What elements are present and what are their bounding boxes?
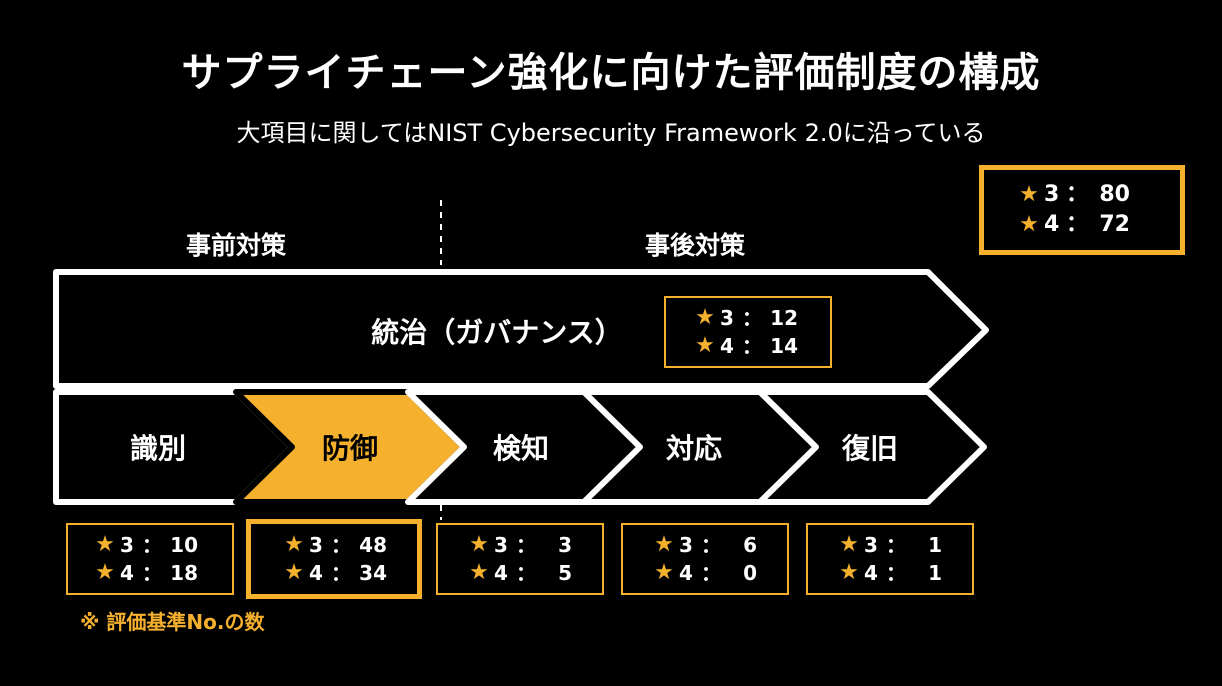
count-value: 18 <box>170 561 198 585</box>
page-title: サプライチェーン強化に向けた評価制度の構成 <box>181 50 1041 96</box>
count-value: 34 <box>359 561 387 585</box>
star-icon: ★ <box>95 560 115 585</box>
star-icon: ★ <box>695 333 715 358</box>
star4-row: ★ 4 ： 14 <box>690 332 830 360</box>
star-icon: ★ <box>1019 182 1039 207</box>
count-value: 14 <box>770 334 798 358</box>
star-icon: ★ <box>284 560 304 585</box>
star-icon: ★ <box>654 560 674 585</box>
count-value: 72 <box>1099 212 1130 237</box>
count-value: 3 <box>558 533 572 557</box>
function-label-respond: 対応 <box>665 432 723 465</box>
count-value: 6 <box>743 533 757 557</box>
star3-row: ★ 3 ： 80 <box>1014 180 1180 210</box>
phase-label-pre: 事前対策 <box>186 231 287 260</box>
total-count-box: ★ 3 ： 80 ★ 4 ： 72 <box>979 165 1185 255</box>
star-icon: ★ <box>469 560 489 585</box>
count-box-respond: ★ 3 ： 6 ★ 4 ： 0 <box>621 523 789 595</box>
page-subtitle: 大項目に関してはNIST Cybersecurity Framework 2.0… <box>236 119 986 147</box>
star-icon: ★ <box>839 532 859 557</box>
governance-label: 統治（ガバナンス） <box>371 316 623 349</box>
count-value: 0 <box>743 561 757 585</box>
function-label-identify: 識別 <box>129 432 187 465</box>
governance-count-box: ★ 3 ： 12 ★ 4 ： 14 <box>664 296 832 368</box>
count-value: 10 <box>170 533 198 557</box>
function-arrow-recover <box>757 389 987 505</box>
star-icon: ★ <box>695 305 715 330</box>
star3-row: ★ 3 ： 12 <box>690 304 830 332</box>
star-icon: ★ <box>839 560 859 585</box>
count-value: 80 <box>1099 182 1130 207</box>
function-label-detect: 検知 <box>492 432 550 465</box>
count-box-protect: ★ 3 ： 48 ★ 4 ： 34 <box>246 519 422 599</box>
function-label-protect: 防御 <box>321 432 379 465</box>
count-value: 48 <box>359 533 387 557</box>
footnote: ※ 評価基準No.の数 <box>80 610 265 634</box>
count-value: 1 <box>928 561 942 585</box>
star-icon: ★ <box>469 532 489 557</box>
count-box-detect: ★ 3 ： 3 ★ 4 ： 5 <box>436 523 604 595</box>
phase-label-post: 事後対策 <box>645 231 746 260</box>
star4-row: ★ 4 ： 72 <box>1014 210 1180 240</box>
count-box-identify: ★ 3 ： 10 ★ 4 ： 18 <box>66 523 234 595</box>
star-icon: ★ <box>284 532 304 557</box>
function-label-recover: 復旧 <box>841 432 899 465</box>
count-value: 5 <box>558 561 572 585</box>
count-box-recover: ★ 3 ： 1 ★ 4 ： 1 <box>806 523 974 595</box>
count-value: 12 <box>770 306 798 330</box>
star-icon: ★ <box>654 532 674 557</box>
governance-arrow <box>53 269 989 389</box>
star-icon: ★ <box>1019 212 1039 237</box>
star-icon: ★ <box>95 532 115 557</box>
count-value: 1 <box>928 533 942 557</box>
